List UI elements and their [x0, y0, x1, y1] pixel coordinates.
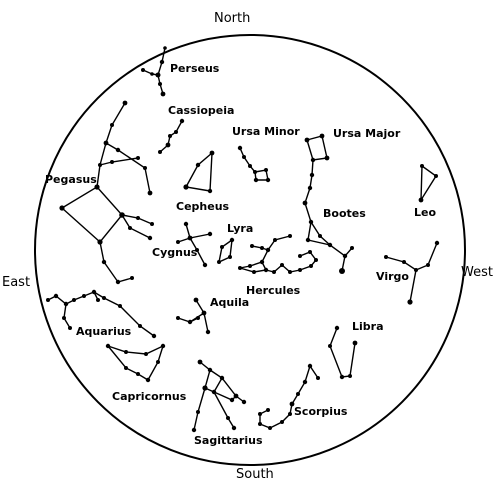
- constellation-cepheus: [183, 150, 215, 194]
- label-east: East: [2, 275, 30, 290]
- label-ursa-minor: Ursa Minor: [232, 125, 300, 138]
- constellation-sagittarius: [191, 359, 247, 433]
- label-capricornus: Capricornus: [112, 390, 187, 403]
- label-north: North: [214, 11, 250, 26]
- constellation-aquila: [176, 297, 211, 335]
- constellation-ursa-minor: [237, 145, 271, 183]
- label-bootes: Bootes: [323, 207, 366, 220]
- label-libra: Libra: [352, 320, 384, 333]
- constellation-perseus: [141, 46, 167, 97]
- label-aquarius: Aquarius: [76, 325, 132, 338]
- label-cepheus: Cepheus: [176, 200, 230, 213]
- label-pegasus: Pegasus: [45, 173, 97, 186]
- constellation-cassiopeia: [158, 118, 185, 154]
- label-south: South: [236, 467, 274, 482]
- constellation-scorpius: [258, 363, 320, 430]
- constellation-cygnus: [176, 221, 213, 268]
- constellation-virgo: [384, 240, 440, 305]
- label-perseus: Perseus: [170, 62, 220, 75]
- label-leo: Leo: [414, 206, 436, 219]
- constellation-lyra: [217, 237, 235, 264]
- label-west: West: [461, 265, 493, 280]
- label-cassiopeia: Cassiopeia: [168, 104, 234, 117]
- constellation-aquarius: [46, 289, 157, 339]
- constellation-leo: [418, 164, 438, 203]
- label-aquila: Aquila: [210, 296, 249, 309]
- label-virgo: Virgo: [376, 270, 409, 283]
- label-ursa-major: Ursa Major: [333, 127, 401, 140]
- label-lyra: Lyra: [227, 222, 253, 235]
- label-cygnus: Cygnus: [152, 246, 198, 259]
- constellation-pegasus: [59, 100, 154, 285]
- constellation-bootes: [304, 202, 354, 274]
- constellation-ursa-major: [302, 133, 330, 206]
- label-sagittarius: Sagittarius: [194, 434, 263, 447]
- label-hercules: Hercules: [246, 284, 301, 297]
- label-scorpius: Scorpius: [294, 405, 348, 418]
- constellation-capricornus: [105, 343, 166, 383]
- constellation-hercules: [238, 234, 318, 274]
- constellation-libra: [328, 325, 358, 380]
- horizon-circle: [34, 34, 466, 466]
